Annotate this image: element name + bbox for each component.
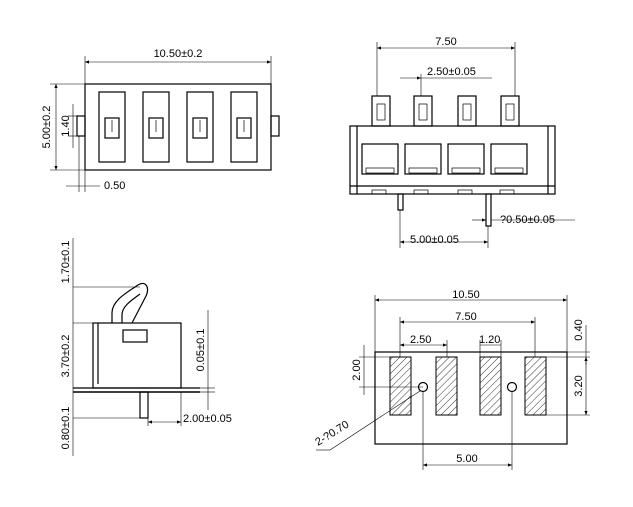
front-view-pin-4 bbox=[500, 95, 520, 127]
front-view-pin-2 bbox=[413, 95, 433, 127]
front-view-leg-span-dim: 5.00±0.05 bbox=[410, 234, 459, 246]
footprint-pad-span-dim: 7.50 bbox=[455, 311, 476, 323]
top-view-slot-dim: 1.40 bbox=[60, 115, 72, 136]
side-view-body bbox=[92, 322, 182, 389]
front-view-pin-3 bbox=[457, 95, 477, 127]
front-view-body bbox=[349, 125, 556, 195]
front-view-pin-1 bbox=[371, 95, 391, 127]
top-view-width-dim: 10.50±0.2 bbox=[154, 48, 203, 60]
top-view-gap-dim: 0.50 bbox=[104, 180, 125, 192]
footprint-overall-width-dim: 10.50 bbox=[452, 289, 480, 301]
side-view-leg-offset-dim: 2.00±0.05 bbox=[183, 413, 232, 425]
footprint-hole-dim: 2-?0.70 bbox=[313, 419, 351, 449]
footprint-pad-length-dim: 3.20 bbox=[573, 375, 585, 396]
side-view: 1.70±0.1 3.70±0.2 0.80±0.1 0.05±0.1 2.00… bbox=[60, 238, 232, 456]
footprint-pad-height-dim: 2.00 bbox=[351, 359, 363, 380]
footprint-view: 10.50 7.50 2.50 1.20 0.40 3.20 2.00 2-?0 bbox=[313, 289, 590, 470]
top-view-body bbox=[84, 83, 272, 171]
front-view-pin-span-dim: 7.50 bbox=[435, 36, 456, 48]
footprint-hole-right bbox=[506, 381, 518, 393]
footprint-pad-width-dim: 1.20 bbox=[479, 334, 500, 346]
front-view-leg-left bbox=[397, 193, 404, 211]
side-view-body-height-dim: 3.70±0.2 bbox=[60, 335, 72, 378]
side-view-bottom-dim: 0.80±0.1 bbox=[60, 407, 72, 450]
front-view-leg-right bbox=[485, 193, 492, 227]
side-view-leg bbox=[139, 391, 149, 419]
footprint-hole-span-dim: 5.00 bbox=[456, 453, 477, 465]
footprint-pad-1 bbox=[389, 356, 412, 416]
top-view-contact-4 bbox=[230, 91, 258, 163]
front-view-pin-pitch-dim: 2.50±0.05 bbox=[427, 66, 476, 78]
footprint-pad-4 bbox=[524, 356, 547, 416]
footprint-pad-2 bbox=[435, 356, 458, 416]
top-view-contact-2 bbox=[142, 91, 170, 163]
top-view-right-tab bbox=[270, 115, 280, 137]
footprint-top-margin-dim: 0.40 bbox=[573, 319, 585, 340]
top-view-height-dim: 5.00±0.2 bbox=[41, 106, 53, 149]
top-view: 10.50±0.2 5.00±0.2 1.40 0.50 bbox=[41, 48, 280, 192]
front-view: 7.50 2.50±0.05 ?0.50±0.05 5.00±0.05 bbox=[349, 36, 575, 248]
top-view-contact-3 bbox=[186, 91, 214, 163]
footprint-pad-3 bbox=[479, 356, 502, 416]
side-view-base-thickness-dim: 0.05±0.1 bbox=[195, 329, 207, 372]
top-view-contact-1 bbox=[98, 91, 126, 163]
footprint-outline bbox=[374, 351, 568, 445]
side-view-contact-height-dim: 1.70±0.1 bbox=[60, 241, 72, 284]
side-view-contact bbox=[111, 282, 149, 324]
front-view-pin-width-dim: ?0.50±0.05 bbox=[500, 214, 555, 226]
footprint-pad-pitch-dim: 2.50 bbox=[410, 334, 431, 346]
top-view-left-tab bbox=[76, 115, 86, 137]
